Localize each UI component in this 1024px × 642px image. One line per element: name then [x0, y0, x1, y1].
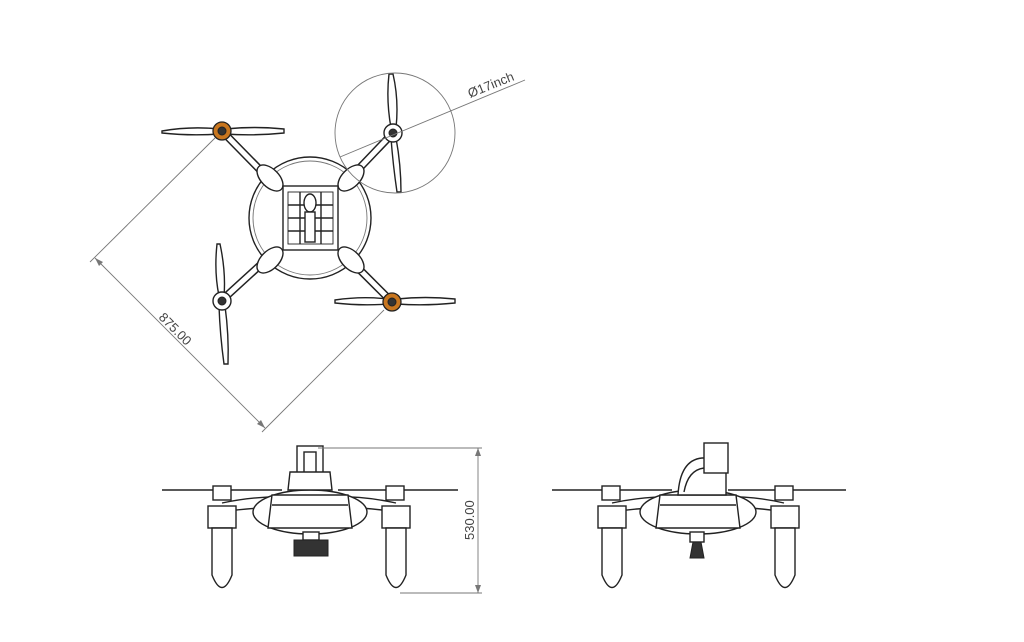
central-body: [248, 156, 372, 280]
propeller-diameter-label: Ø17inch: [466, 69, 517, 101]
front-leg-right: [385, 527, 407, 589]
side-leg-right: [774, 527, 796, 589]
side-view: [552, 442, 846, 589]
motor-front-right: [383, 73, 403, 193]
diagonal-dimension-label: 875.00: [156, 310, 195, 349]
top-view: Ø17inch 875.00: [89, 69, 526, 433]
motor-rear-left: [212, 243, 232, 365]
side-leg-left: [601, 527, 623, 589]
height-dimension-label: 530.00: [462, 500, 477, 540]
motor-rear-right: [334, 292, 456, 312]
front-leg-left: [211, 527, 233, 589]
motor-front-left: [161, 121, 285, 141]
front-view: 530.00: [162, 445, 482, 594]
